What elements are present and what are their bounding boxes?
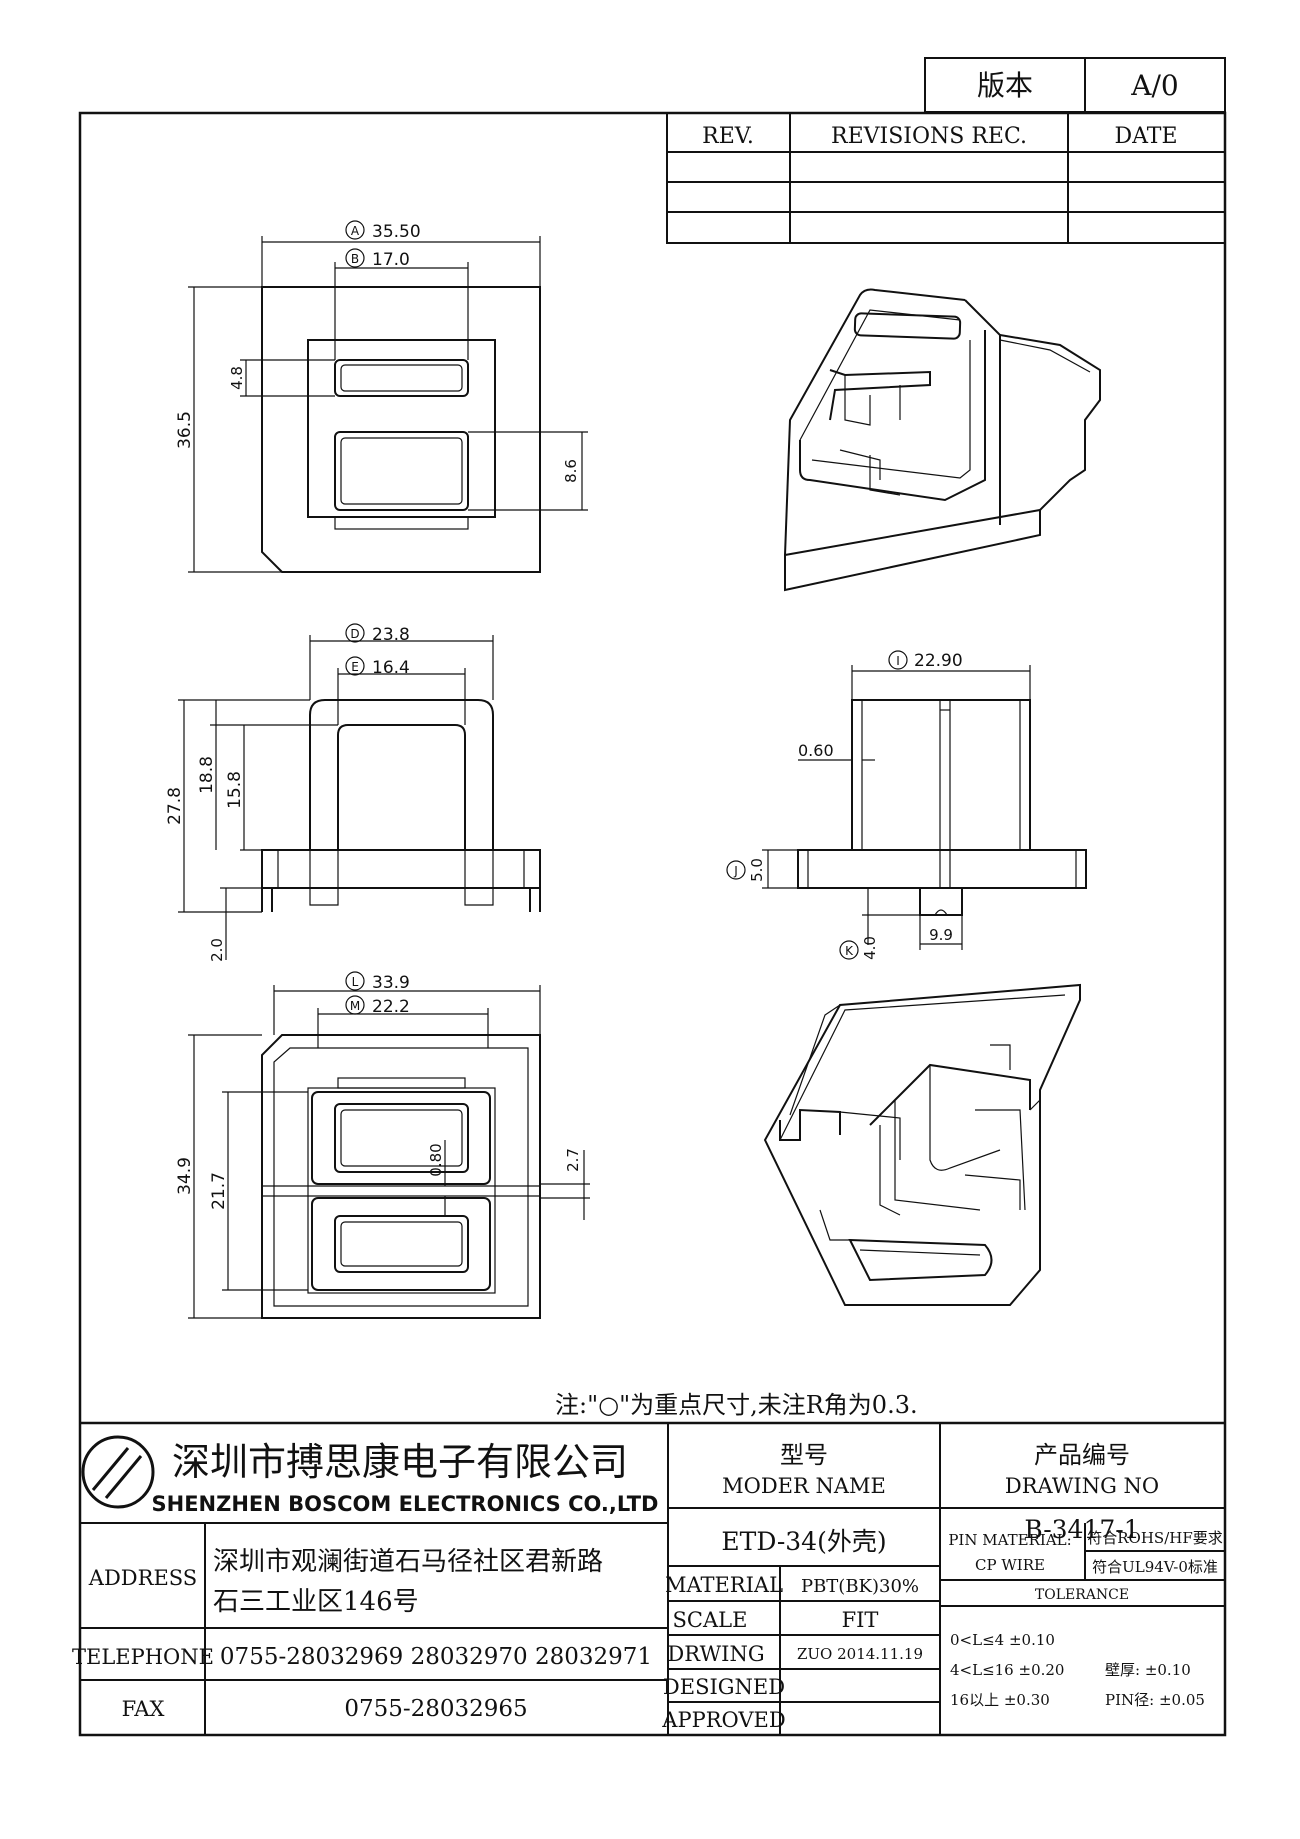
rev-header: REV.	[702, 124, 754, 149]
tolerance-line-2: 4<L≤16 ±0.20	[950, 1661, 1064, 1679]
version-box: 版本 A/0	[924, 57, 1226, 113]
dim-marker-k	[839, 940, 859, 960]
fax-value: 0755-28032965	[344, 1696, 527, 1722]
tolerance-label: TOLERANCE	[1035, 1587, 1129, 1603]
drawing-number: B-3417-1	[1024, 1515, 1139, 1544]
pin-material-label: PIN MATERIAL:	[948, 1531, 1071, 1549]
model-label-cn: 型号	[780, 1441, 828, 1469]
fax-label: FAX	[122, 1697, 165, 1721]
designed-label: DESIGNED	[663, 1675, 785, 1699]
svg-text:L: L	[352, 975, 359, 989]
drawing-label-cn: 产品编号	[1034, 1441, 1130, 1469]
company-logo	[81, 1435, 155, 1509]
date-header: DATE	[1114, 124, 1177, 149]
dim-marker-b	[345, 248, 365, 268]
bottom-view: L 33.9 M 22.2 34.9 21.7 0.80 2.7	[175, 971, 590, 1319]
dim-e: 16.4	[372, 658, 410, 678]
dim-slot-a: 4.8	[228, 366, 246, 390]
svg-text:K: K	[845, 944, 854, 958]
dim-k: 4.0	[861, 936, 879, 960]
tolerance-line-3: 16以上 ±0.30	[950, 1691, 1050, 1709]
wall-tolerance: 壁厚: ±0.10	[1105, 1661, 1191, 1679]
svg-text:J: J	[733, 864, 738, 878]
iso-view-bottom	[763, 983, 1081, 1306]
tolerance-line-1: 0<L≤4 ±0.10	[950, 1631, 1055, 1649]
dim-f: 27.8	[165, 787, 185, 825]
dim-j: 5.0	[748, 858, 766, 882]
dim-d: 23.8	[372, 625, 410, 645]
model-label-en: MODER NAME	[722, 1474, 886, 1498]
scale-value: FIT	[842, 1608, 879, 1632]
svg-text:E: E	[351, 660, 359, 674]
dim-marker-e	[345, 656, 365, 676]
dim-marker-j	[726, 860, 746, 880]
revisions-table: REV. REVISIONS REC. DATE	[666, 112, 1226, 244]
address-line1: 深圳市观澜街道石马径社区君新路	[213, 1547, 603, 1577]
drawing-frame	[78, 111, 1227, 1737]
version-value: A/0	[1130, 69, 1178, 102]
material-value: PBT(BK)30%	[801, 1576, 919, 1597]
svg-text:B: B	[351, 252, 359, 266]
svg-text:D: D	[350, 627, 359, 641]
side-view: I 22.90 0.60 J 5.0 K 4.0 9.9	[726, 650, 1087, 960]
dim-h: 15.8	[225, 771, 245, 809]
dim-wall: 0.60	[798, 741, 834, 760]
dim-slot-b: 8.6	[562, 459, 580, 483]
telephone-value: 0755-28032969 28032970 28032971	[220, 1644, 652, 1670]
dim-l: 33.9	[372, 973, 410, 993]
dim-marker-l	[345, 971, 365, 991]
scale-label: SCALE	[673, 1608, 748, 1632]
dim-marker-m	[345, 995, 365, 1015]
address-label: ADDRESS	[88, 1566, 197, 1590]
company-name-cn: 深圳市搏思康电子有限公司	[172, 1440, 628, 1484]
model-value: ETD-34(外壳)	[721, 1527, 886, 1556]
approved-label: APPROVED	[661, 1708, 785, 1732]
front-view: D 23.8 E 16.4 27.8 18.8 15.8 2.0	[165, 623, 541, 962]
version-label: 版本	[977, 69, 1033, 102]
dim-marker-a	[345, 220, 365, 240]
title-block: 深圳市搏思康电子有限公司 SHENZHEN BOSCOM ELECTRONICS…	[72, 1421, 1225, 1735]
top-view: A 35.50 B 17.0 36.5 4.8 8.6	[175, 220, 588, 573]
telephone-label: TELEPHONE	[72, 1645, 214, 1669]
rohs-compliance: 符合ROHS/HF要求	[1087, 1529, 1223, 1547]
svg-text:M: M	[350, 999, 360, 1013]
cp-wire-label: CP WIRE	[975, 1556, 1045, 1574]
drawing-by-value: ZUO 2014.11.19	[797, 1645, 923, 1663]
dim-o: 21.7	[209, 1172, 229, 1210]
dim-i: 22.90	[914, 651, 963, 671]
dim-c: 36.5	[175, 411, 195, 449]
company-name-en: SHENZHEN BOSCOM ELECTRONICS CO.,LTD	[152, 1492, 659, 1516]
dim-n: 34.9	[175, 1157, 195, 1195]
dim-marker-i	[888, 650, 908, 670]
revisions-rec-header: REVISIONS REC.	[831, 124, 1027, 149]
drawing-label-en: DRAWING NO	[1005, 1474, 1159, 1498]
dim-b: 17.0	[372, 250, 410, 270]
dim-g: 18.8	[197, 756, 217, 794]
dim-m: 22.2	[372, 997, 410, 1017]
iso-view-top	[784, 288, 1101, 592]
dim-base: 2.0	[208, 938, 226, 962]
material-label: MATERIAL	[665, 1573, 783, 1597]
dim-foot: 9.9	[929, 926, 953, 944]
svg-text:A: A	[351, 224, 360, 238]
ul-compliance: 符合UL94V-0标准	[1092, 1558, 1218, 1576]
dim-step: 2.7	[564, 1148, 582, 1172]
pin-tolerance: PIN径: ±0.05	[1105, 1691, 1205, 1709]
dim-gap: 0.80	[427, 1143, 445, 1176]
svg-text:I: I	[896, 654, 900, 668]
dim-marker-d	[345, 623, 365, 643]
dim-a: 35.50	[372, 222, 421, 242]
drawing-by-label: DRWING	[667, 1642, 764, 1666]
address-line2: 石三工业区146号	[213, 1587, 419, 1617]
drawing-note: 注:"○"为重点尺寸,未注R角为0.3.	[555, 1391, 918, 1419]
